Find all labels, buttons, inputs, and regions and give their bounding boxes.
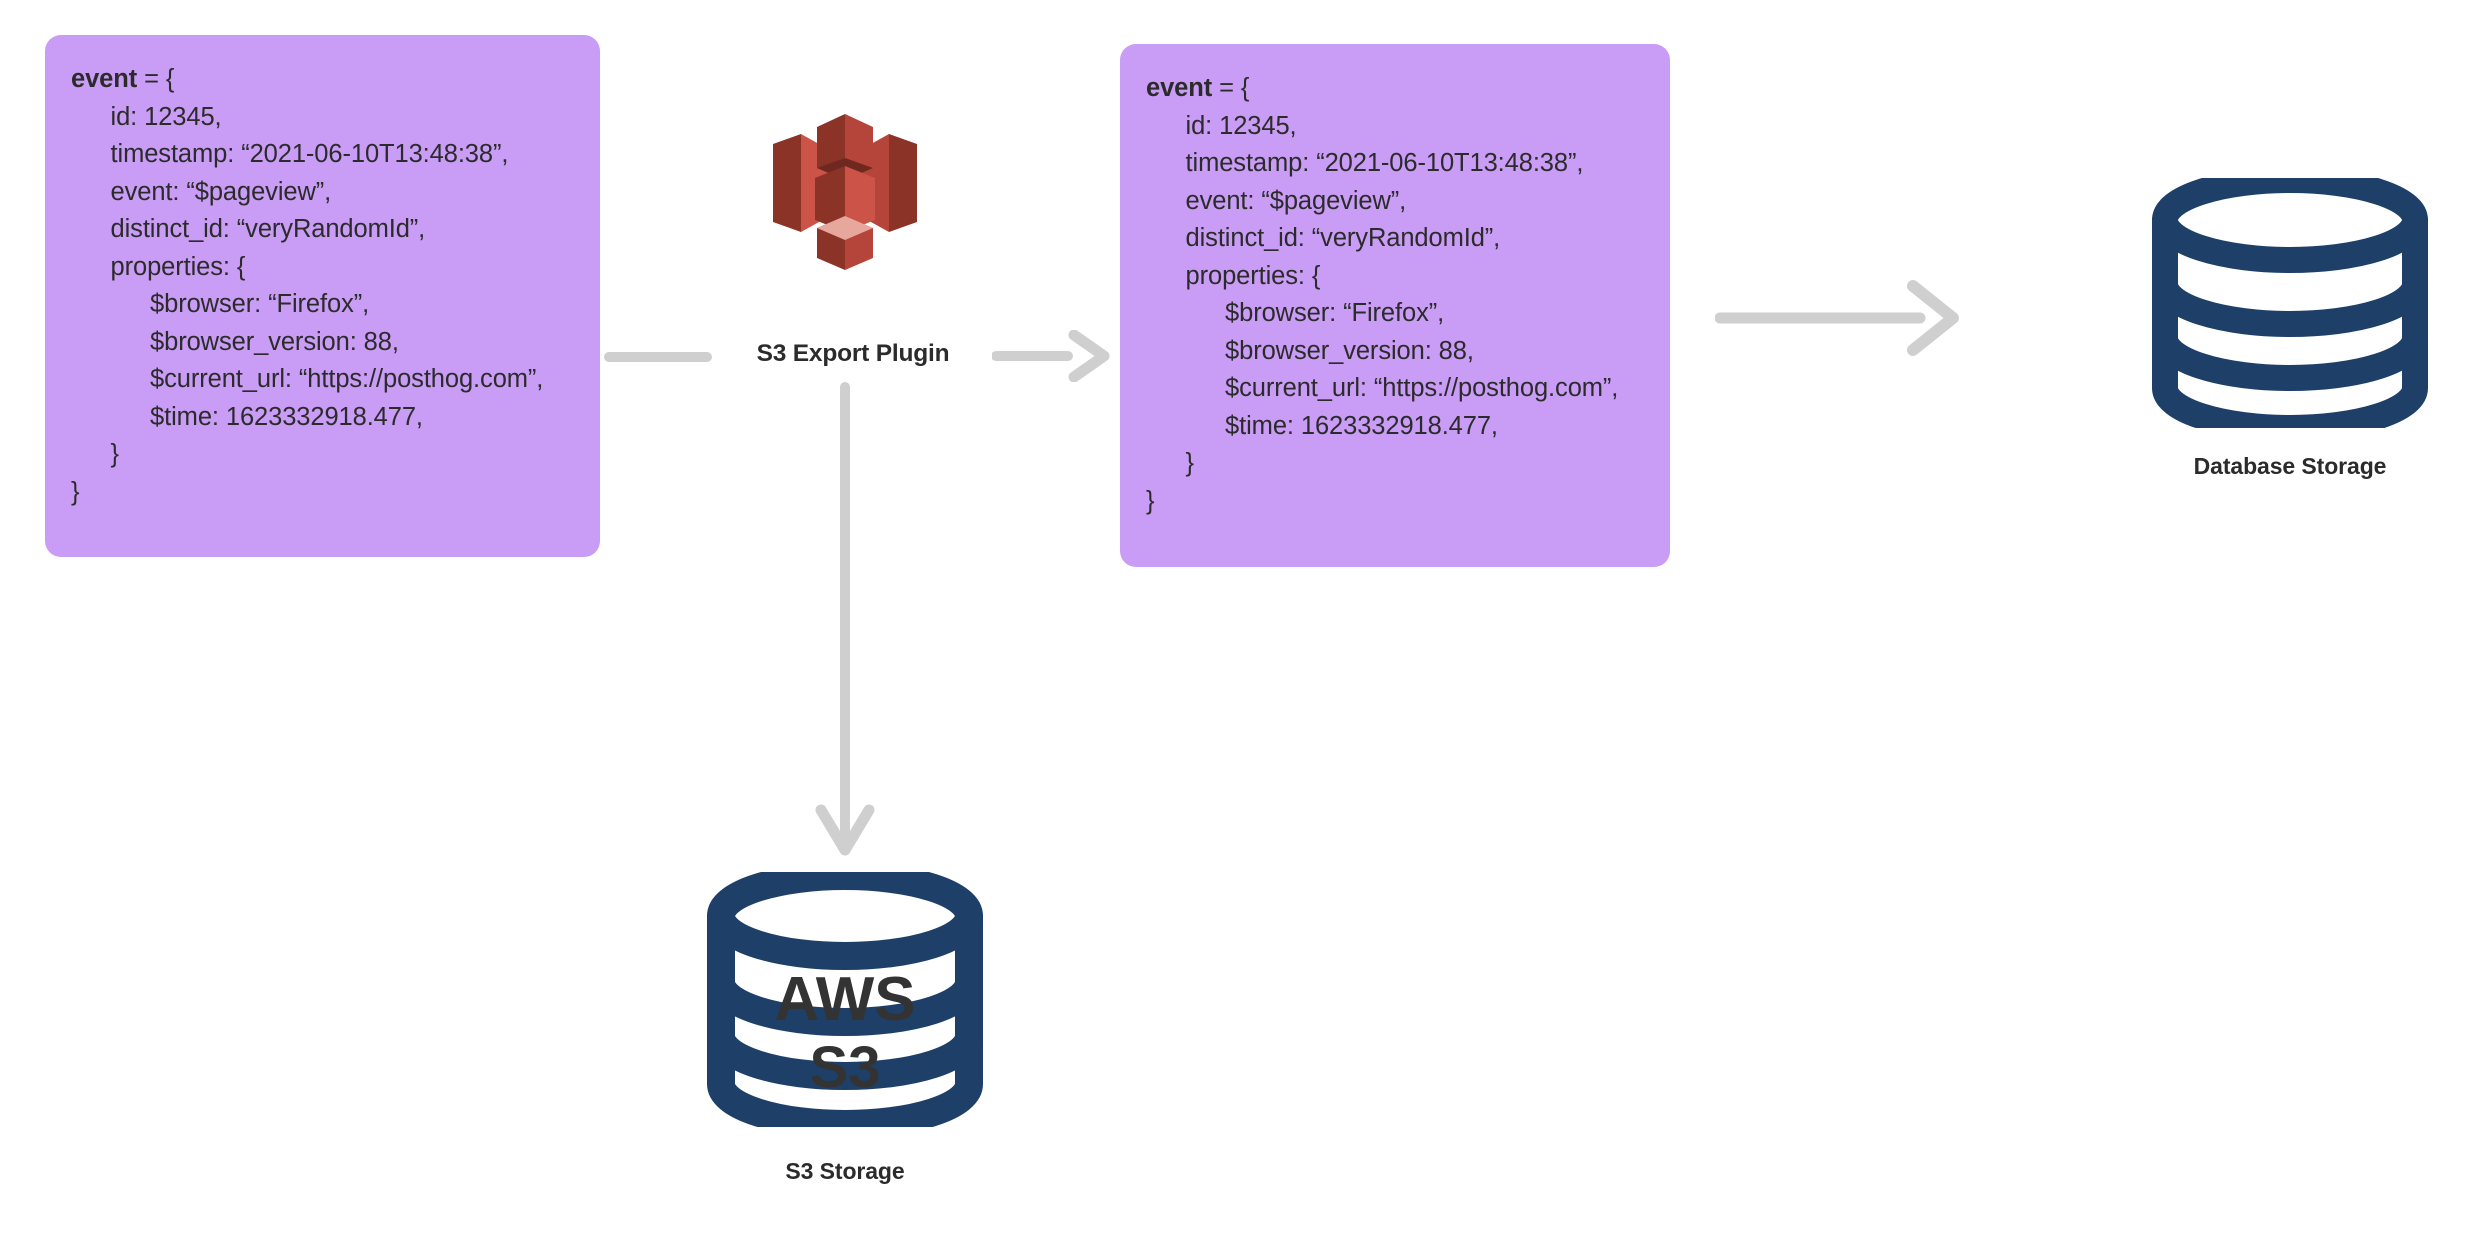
code-line: $browser: “Firefox”, (1225, 299, 1445, 327)
output-event-card: event = { id: 12345, timestamp: “2021-06-1… (1120, 44, 1670, 567)
code-line: } (1146, 486, 1155, 515)
s3-storage-label: S3 Storage (785, 1158, 905, 1184)
s3-cylinder-icon: AWS S3 (707, 862, 983, 1138)
code-line: timestamp: “2021-06-10T13:48:38”, (1185, 149, 1584, 177)
code-line: event = { (1146, 74, 1250, 102)
arrow-down-icon (805, 382, 885, 860)
s3-band-bottom-text: S3 (810, 1035, 881, 1100)
code-line: distinct_id: “veryRandomId”, (110, 215, 426, 243)
arrow-right-icon (991, 329, 1114, 383)
code-line: $time: 1623332918.477, (150, 402, 423, 431)
code-line: $browser_version: 88, (1225, 336, 1474, 365)
code-line: properties: { (1185, 261, 1321, 290)
plugin-label: S3 Export Plugin (756, 340, 950, 367)
code-line: $current_url: “https://posthog.com”, (150, 365, 544, 393)
database-cylinder-icon (2152, 167, 2428, 441)
source-event-card: event = { id: 12345, timestamp: “2021-06-1… (45, 35, 600, 557)
code-line: event = { (71, 65, 175, 93)
source-event-code: event = { id: 12345, timestamp: “2021-06-1… (71, 61, 543, 511)
code-line: } (1185, 449, 1195, 477)
code-line: event: “$pageview”, (1185, 186, 1407, 215)
code-keyword: event (71, 65, 138, 93)
code-line: } (71, 477, 80, 506)
connector-stub-left (604, 352, 712, 362)
code-line: event: “$pageview”, (110, 177, 332, 206)
plugin-connector-row: S3 Export Plugin (604, 329, 1114, 383)
s3-storage-node: AWS S3 S3 Storage (675, 862, 1015, 1185)
database-storage-label: Database Storage (2193, 453, 2387, 479)
code-line: id: 12345, (1185, 111, 1297, 140)
code-line: $browser_version: 88, (150, 327, 399, 356)
code-line: $browser: “Firefox”, (150, 290, 370, 318)
aws-s3-logo-icon (765, 108, 925, 273)
code-line: timestamp: “2021-06-10T13:48:38”, (110, 140, 509, 168)
code-line: } (110, 440, 120, 468)
code-line: properties: { (110, 252, 246, 281)
code-line: distinct_id: “veryRandomId”, (1185, 224, 1501, 252)
code-line: id: 12345, (110, 102, 222, 131)
arrow-right-to-database-icon (1714, 278, 1965, 358)
code-keyword: event (1146, 74, 1213, 102)
s3-band-top-text: AWS (774, 965, 915, 1034)
code-line: $time: 1623332918.477, (1225, 411, 1498, 440)
code-line: $current_url: “https://posthog.com”, (1225, 374, 1619, 402)
output-event-code: event = { id: 12345, timestamp: “2021-06-1… (1146, 70, 1618, 520)
database-storage-node: Database Storage (2120, 167, 2460, 480)
